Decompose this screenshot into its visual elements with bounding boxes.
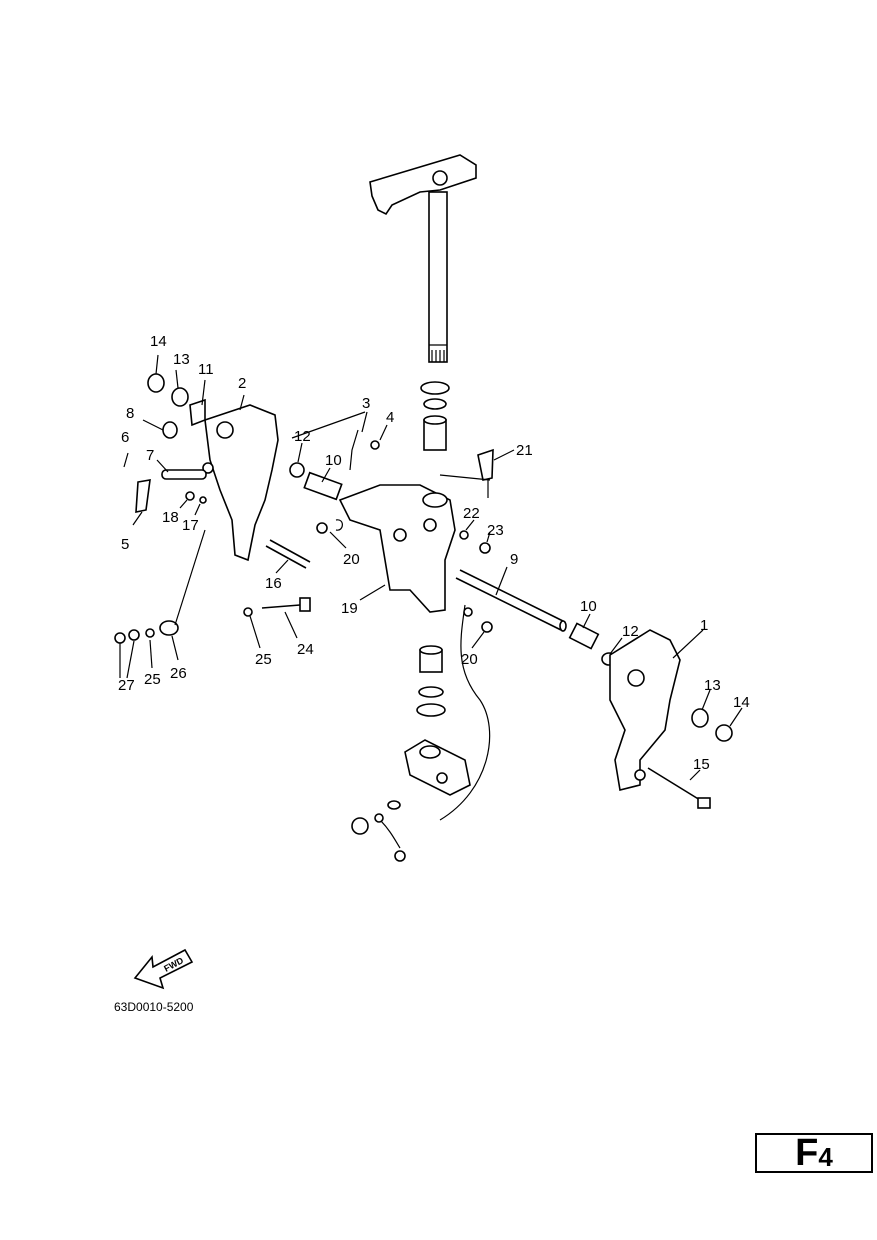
adjusting-rod bbox=[161, 469, 207, 480]
through-tube bbox=[455, 569, 567, 632]
steering-shaft bbox=[428, 191, 448, 363]
page-id-number: 4 bbox=[818, 1142, 833, 1172]
callout-11: 11 bbox=[198, 361, 214, 378]
callout-3: 3 bbox=[362, 395, 370, 412]
small-hardware-left bbox=[114, 373, 253, 644]
callout-10-left: 10 bbox=[325, 452, 342, 469]
callout-19: 19 bbox=[341, 600, 358, 617]
callout-20-lower: 20 bbox=[461, 651, 478, 668]
small-hardware-upper bbox=[316, 429, 494, 554]
callout-17: 17 bbox=[182, 517, 199, 534]
callout-2: 2 bbox=[238, 375, 246, 392]
callout-16: 16 bbox=[265, 575, 282, 592]
callout-13-left: 13 bbox=[173, 351, 190, 368]
callout-24: 24 bbox=[297, 641, 314, 658]
nut-right bbox=[691, 708, 733, 742]
swivel-bracket bbox=[338, 484, 456, 613]
callout-14-left: 14 bbox=[150, 333, 167, 350]
callout-numbers: 1 2 3 4 5 6 7 8 9 10 10 11 12 12 13 13 1… bbox=[118, 333, 750, 773]
reference-code: 63D0010-5200 bbox=[114, 1000, 194, 1014]
callout-23: 23 bbox=[487, 522, 504, 539]
callout-10-right: 10 bbox=[580, 598, 597, 615]
bushing-left bbox=[289, 462, 343, 501]
callout-25-left: 25 bbox=[255, 651, 272, 668]
clamp-bracket-right bbox=[609, 629, 681, 791]
ground-lead bbox=[351, 604, 493, 862]
callout-7: 7 bbox=[146, 447, 154, 464]
pin-16 bbox=[265, 539, 311, 569]
callout-25-right: 25 bbox=[144, 671, 161, 688]
callout-26: 26 bbox=[170, 665, 187, 682]
upper-bushing-stack bbox=[420, 381, 450, 451]
callout-21: 21 bbox=[516, 442, 533, 459]
callout-22: 22 bbox=[463, 505, 480, 522]
steering-arm bbox=[369, 154, 477, 216]
callout-27: 27 bbox=[118, 677, 135, 694]
fwd-arrow: FWD bbox=[133, 948, 194, 990]
clamp-bracket-left bbox=[202, 404, 279, 562]
callout-6: 6 bbox=[121, 429, 129, 446]
bolt-15 bbox=[647, 767, 711, 809]
callout-15: 15 bbox=[693, 756, 710, 773]
callout-20-upper: 20 bbox=[343, 551, 360, 568]
callout-8: 8 bbox=[126, 405, 134, 422]
callout-4: 4 bbox=[386, 409, 394, 426]
bolt-24 bbox=[261, 597, 311, 612]
leader-lines bbox=[119, 354, 743, 781]
callout-1: 1 bbox=[700, 617, 708, 634]
callout-14-right: 14 bbox=[733, 694, 750, 711]
page-id-box: F 4 bbox=[755, 1133, 873, 1173]
callout-9: 9 bbox=[510, 551, 518, 568]
callout-18: 18 bbox=[162, 509, 179, 526]
callout-12-right: 12 bbox=[622, 623, 639, 640]
page-id-letter: F bbox=[795, 1132, 819, 1174]
callout-12-left: 12 bbox=[294, 428, 311, 445]
lower-bushing-stack bbox=[404, 645, 471, 796]
callout-13-right: 13 bbox=[704, 677, 721, 694]
bushing-right bbox=[568, 622, 617, 666]
callout-5: 5 bbox=[121, 536, 129, 553]
